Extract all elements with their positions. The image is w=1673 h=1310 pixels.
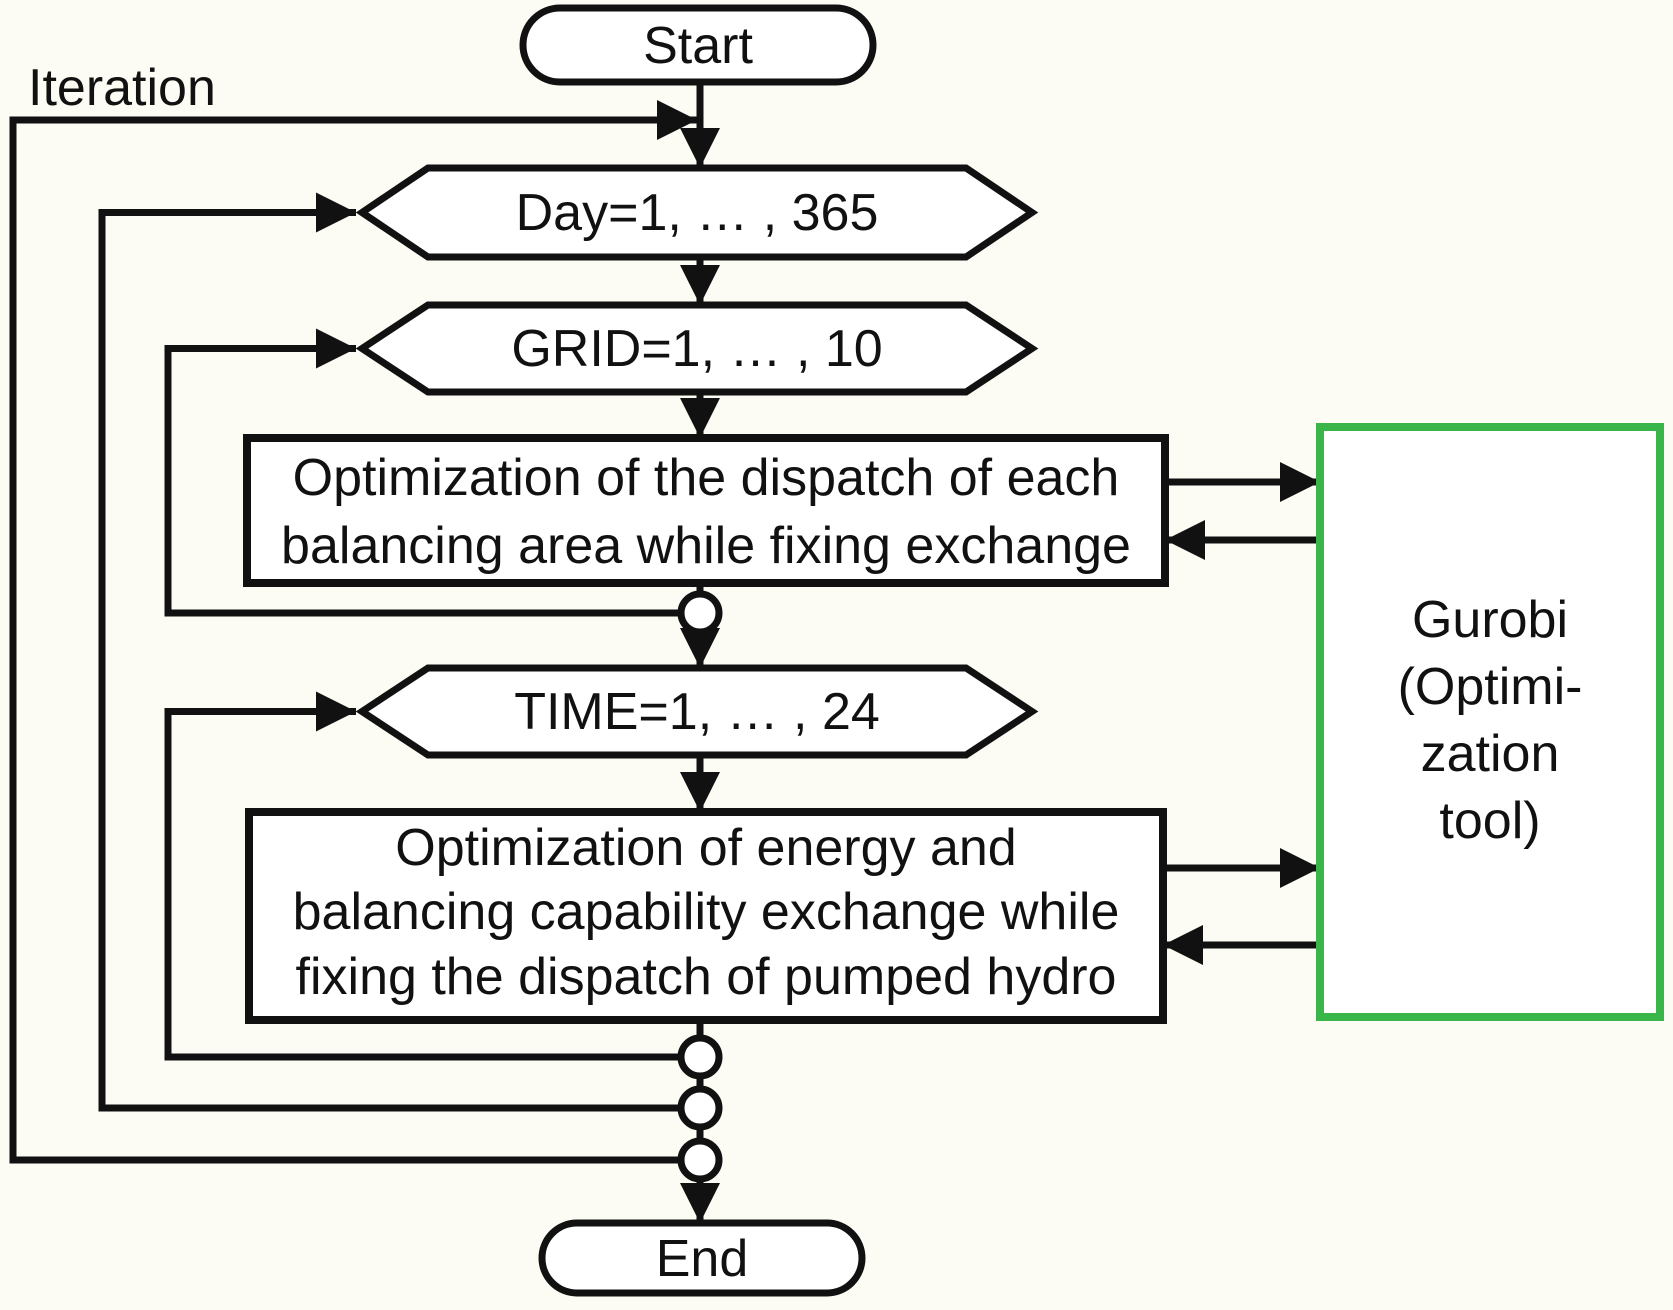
gurobi-tool-line3: zation — [1421, 725, 1560, 783]
start-terminal: Start — [519, 4, 877, 86]
time-loop-back-arrow — [164, 691, 681, 1061]
process-area-dispatch-line2: balancing area while fixing exchange — [281, 517, 1131, 575]
iteration-label: Iteration — [28, 59, 216, 117]
process-energy-exchange: Optimization of energy and balancing cap… — [245, 808, 1167, 1024]
process-area-dispatch-line1: Optimization of the dispatch of each — [293, 449, 1120, 507]
junction-connector-iteration-loop — [677, 1137, 723, 1183]
grid-loop-back-arrow — [164, 328, 681, 617]
junction-connector-day-loop — [677, 1085, 723, 1131]
gurobi-tool-node: Gurobi (Optimi- zation tool) — [1316, 423, 1664, 1021]
process-energy-exchange-line1: Optimization of energy and — [395, 819, 1016, 877]
process-energy-exchange-line2: balancing capability exchange while — [293, 883, 1120, 941]
gurobi-tool-line4: tool) — [1439, 792, 1540, 850]
junction-connector-grid-loop — [677, 590, 723, 636]
process-energy-exchange-line3: fixing the dispatch of pumped hydro — [296, 948, 1117, 1006]
day-loop-node: Day=1, … , 365 — [355, 164, 1039, 261]
grid-loop-label: GRID=1, … , 10 — [511, 320, 882, 378]
end-terminal: End — [538, 1219, 866, 1297]
day-loop-label: Day=1, … , 365 — [516, 184, 879, 242]
junction-connector-time-loop — [677, 1034, 723, 1080]
day-loop-hexagon — [355, 164, 1039, 261]
gurobi-tool-line1: Gurobi — [1412, 591, 1568, 649]
end-terminal-shape — [538, 1219, 866, 1297]
end-terminal-label: End — [656, 1230, 749, 1288]
grid-loop-node: GRID=1, … , 10 — [355, 301, 1039, 396]
process-energy-exchange-box — [245, 808, 1167, 1024]
day-loop-back-arrow — [98, 192, 681, 1112]
iteration-loop-arrow — [9, 100, 697, 1164]
time-loop-node: TIME=1, … , 24 — [355, 664, 1039, 759]
start-terminal-label: Start — [643, 17, 753, 75]
start-terminal-shape — [519, 4, 877, 86]
process-area-dispatch: Optimization of the dispatch of each bal… — [243, 434, 1169, 587]
time-loop-label: TIME=1, … , 24 — [514, 683, 880, 741]
process-area-dispatch-box — [243, 434, 1169, 587]
gurobi-tool-line2: (Optimi- — [1398, 658, 1583, 716]
time-loop-hexagon — [355, 664, 1039, 759]
gurobi-tool-box — [1316, 423, 1664, 1021]
grid-loop-hexagon — [355, 301, 1039, 396]
